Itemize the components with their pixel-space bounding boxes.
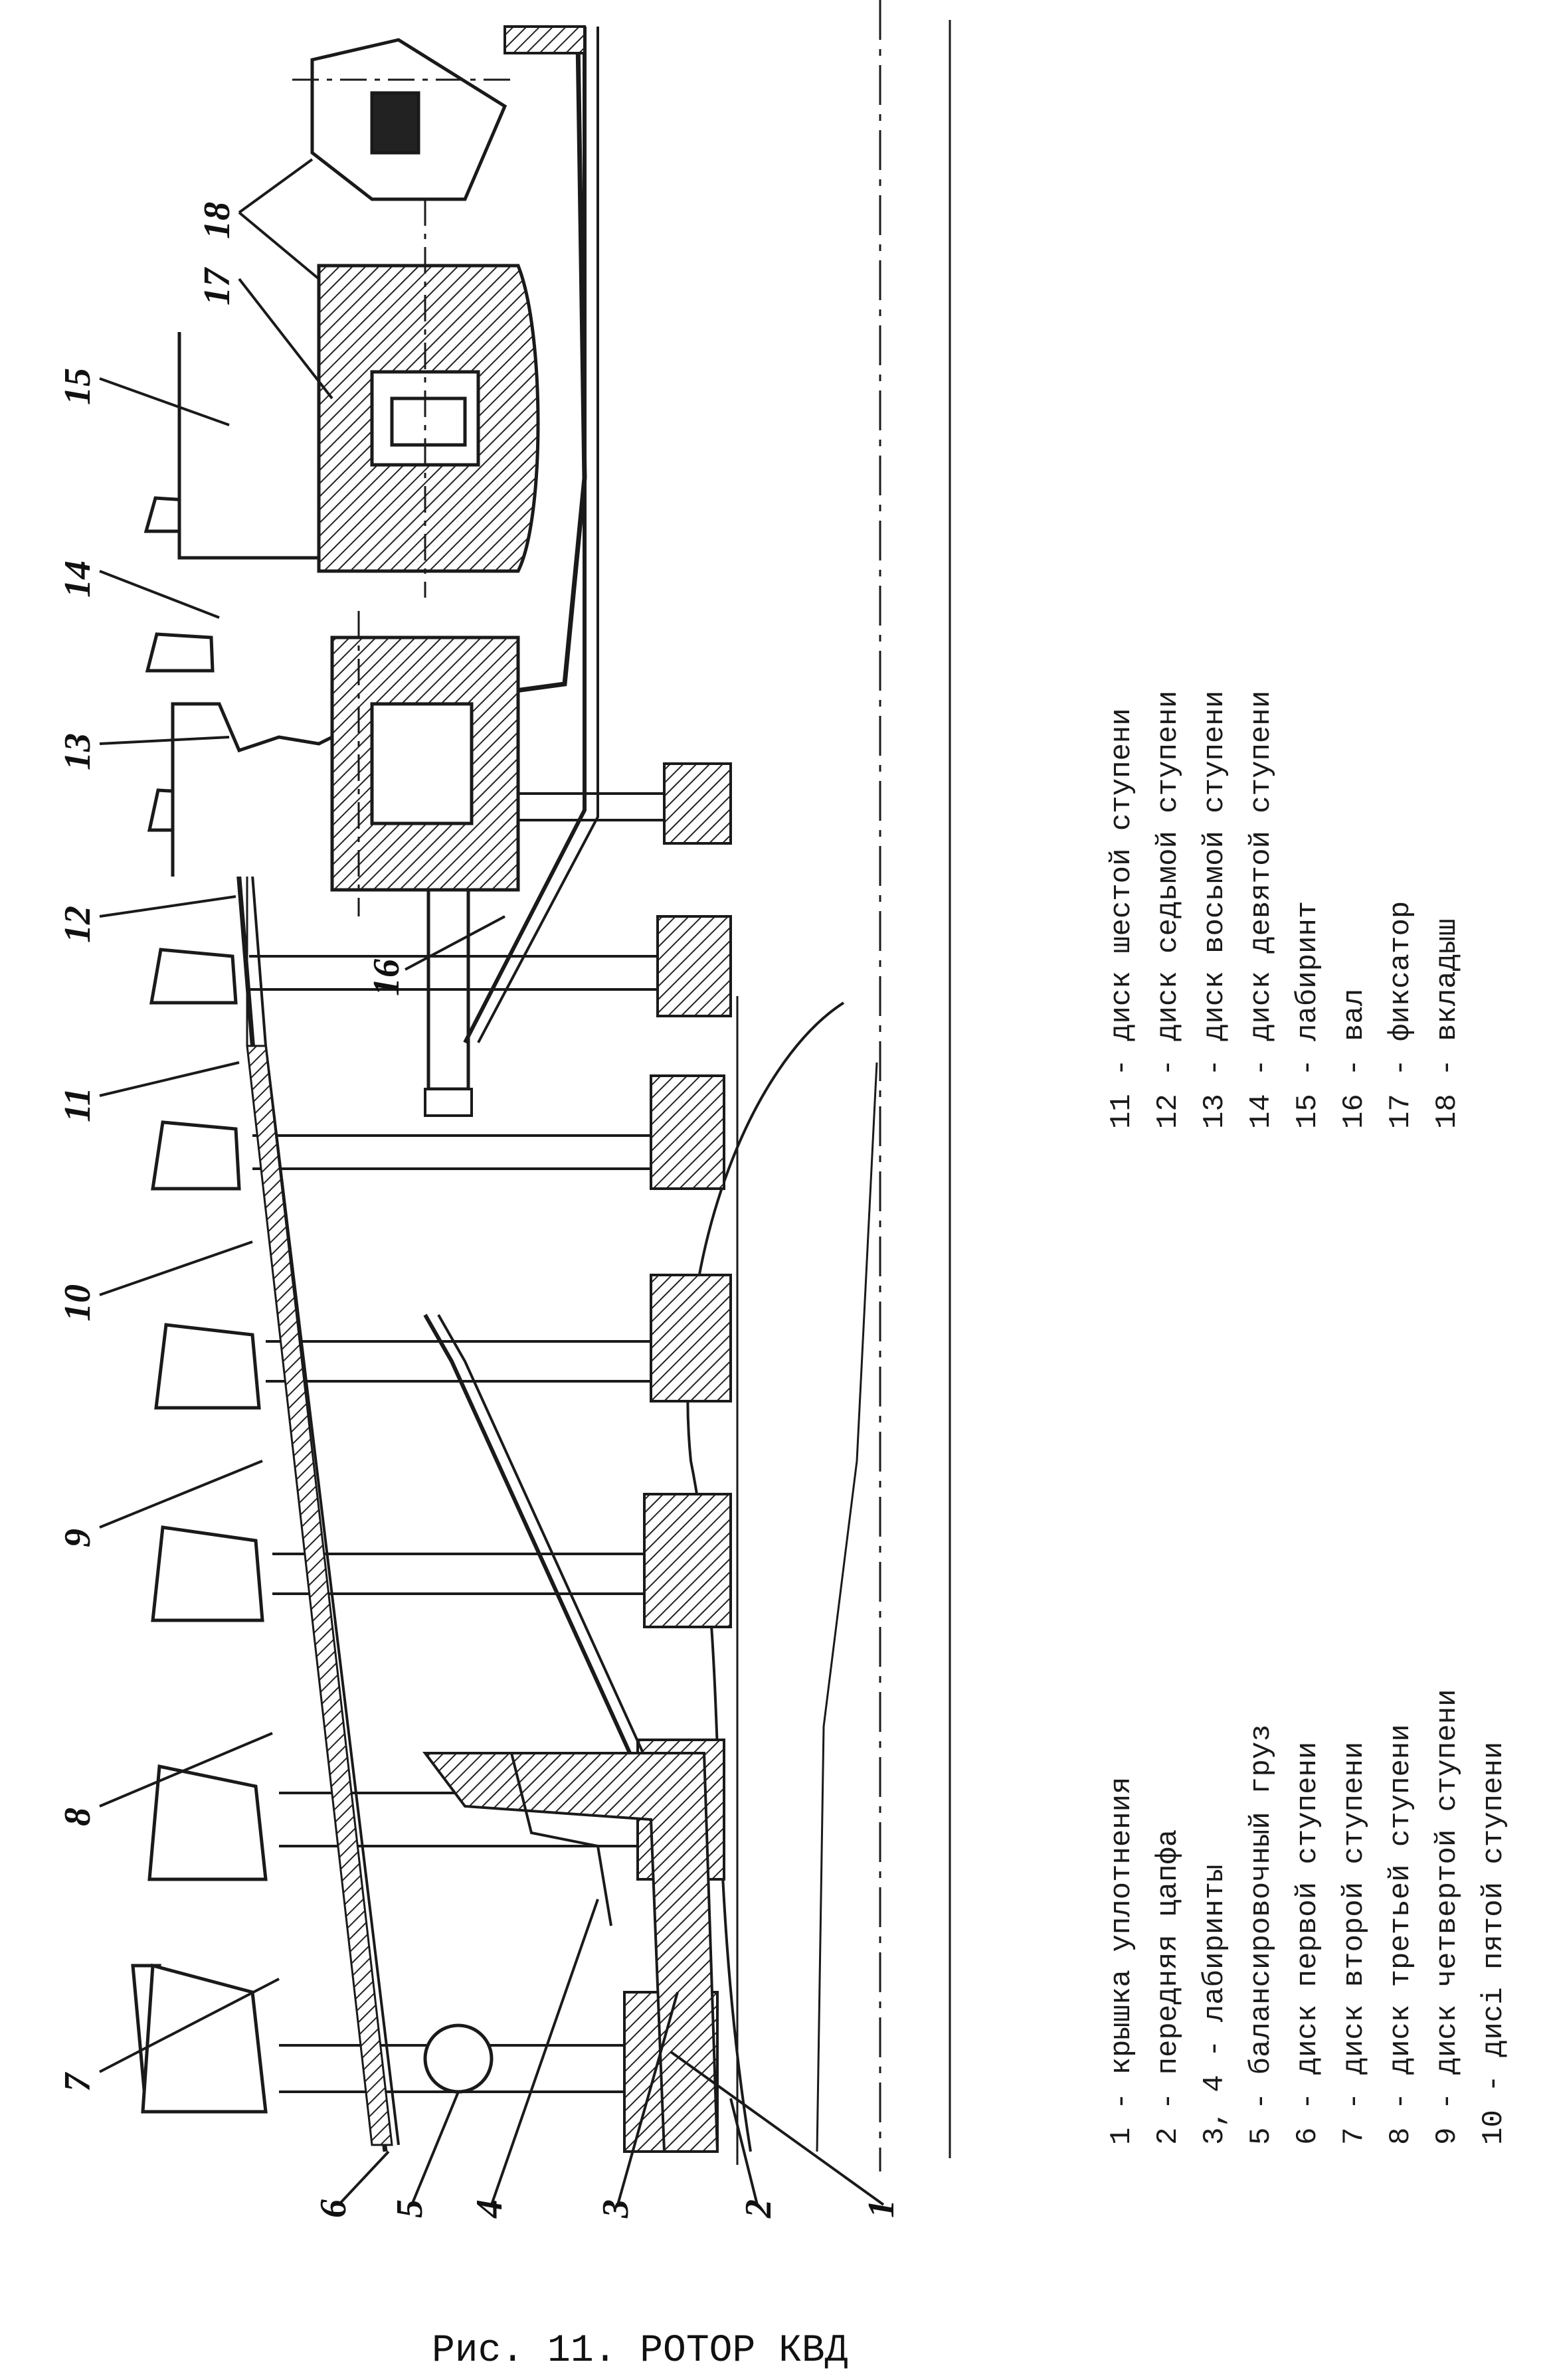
detail-inset-dovetail — [171, 611, 520, 916]
legend-item: 10 - дисі пятой ступени — [1477, 1742, 1510, 2145]
legend-column-a: 1 - крышка уплотнения 2 - передняя цапфа… — [1105, 1689, 1510, 2145]
callout-9: 9 — [57, 1529, 98, 1547]
legend-item: 5 - балансировочный груз — [1245, 1724, 1278, 2145]
callout-18: 18 — [197, 202, 238, 239]
insert-nut — [370, 91, 420, 155]
callout-3: 3 — [595, 2199, 636, 2219]
legend: 1 - крышка уплотнения 2 - передняя цапфа… — [1105, 691, 1510, 2145]
legend-item: 3, 4 - лабиринты — [1198, 1865, 1232, 2145]
rotor-section — [131, 0, 951, 2171]
callout-10: 10 — [57, 1284, 98, 1321]
legend-column-b: 11 - диск шестой ступени 12 - диск седьм… — [1105, 691, 1464, 1129]
callout-15: 15 — [57, 368, 98, 405]
legend-item: 16 - вал — [1338, 989, 1371, 1129]
callout-13: 13 — [57, 733, 98, 770]
legend-item: 9 - диск четвертой ступени — [1431, 1689, 1464, 2145]
legend-item: 7 - диск второй ступени — [1338, 1742, 1371, 2145]
detail-inset-lock — [177, 199, 540, 598]
leader-lines — [99, 158, 885, 2206]
legend-item: 13 - диск восьмой ступени — [1198, 691, 1232, 1129]
callout-1: 1 — [861, 2199, 902, 2218]
front-trunnion — [422, 1752, 719, 2153]
callout-4: 4 — [469, 2199, 510, 2219]
legend-item: 8 - диск третьей ступени — [1384, 1724, 1418, 2145]
callout-numbers: 1 2 3 4 5 6 7 8 9 10 11 12 13 14 15 16 1… — [57, 202, 902, 2219]
callout-8: 8 — [57, 1808, 98, 1826]
legend-item: 6 - диск первой ступени — [1291, 1742, 1325, 2145]
detail-inset-insert — [292, 38, 518, 201]
callout-11: 11 — [57, 1087, 98, 1122]
legend-item: 12 - диск седьмой ступени — [1152, 691, 1185, 1129]
callout-2: 2 — [738, 2199, 779, 2219]
callout-17: 17 — [197, 267, 238, 305]
callout-6: 6 — [313, 2199, 354, 2218]
legend-item: 14 - диск девятой ступени — [1245, 691, 1278, 1129]
legend-item: 11 - диск шестой ступени — [1105, 708, 1139, 1129]
legend-item: 18 - вкладыш — [1431, 918, 1464, 1129]
figure-caption: Рис. 11. РОТОР КВД — [432, 2330, 848, 2373]
legend-item: 2 - передняя цапфа — [1152, 1829, 1185, 2145]
callout-7: 7 — [57, 2072, 98, 2092]
callout-16: 16 — [366, 959, 407, 996]
legend-item: 15 - лабиринт — [1291, 901, 1325, 1129]
legend-item: 17 - фиксатор — [1384, 901, 1418, 1129]
shaft-outline — [463, 27, 587, 1044]
callout-12: 12 — [57, 906, 98, 943]
balancing-weight — [423, 2023, 494, 2094]
callout-5: 5 — [389, 2199, 430, 2218]
callout-14: 14 — [57, 560, 98, 598]
legend-item: 1 - крышка уплотнения — [1105, 1777, 1139, 2146]
